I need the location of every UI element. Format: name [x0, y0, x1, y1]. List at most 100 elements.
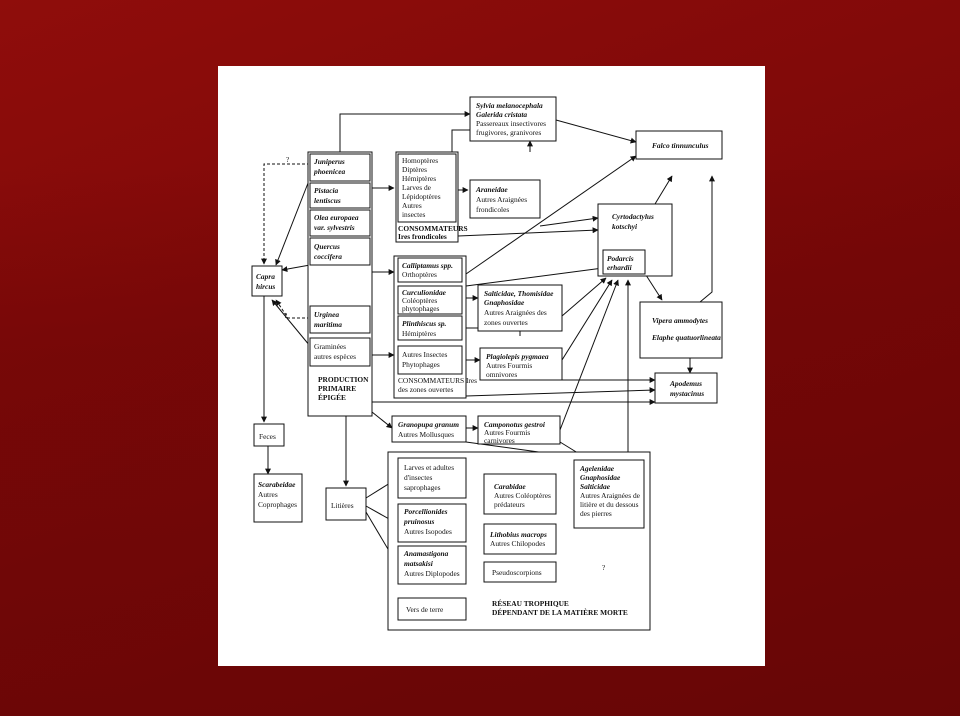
- label-galerida: Galerida cristata: [476, 110, 527, 119]
- label-capra-1: Capra: [256, 272, 275, 281]
- label-autres-insectes-1: Autres Insectes: [402, 350, 447, 359]
- label-agelenidae-3: Salticidae: [580, 482, 611, 491]
- label-consommateurs-ouverts-1: CONSOMMATEURS Ires: [398, 376, 477, 385]
- label-agelenidae-6: des pierres: [580, 509, 612, 518]
- box-olea: [309, 209, 371, 237]
- box-gramines: [309, 337, 371, 367]
- label-camponotus-1: Camponotus gestroi: [484, 420, 546, 429]
- label-juniperus-2: phoenicea: [313, 167, 346, 176]
- label-pistacia-1: Pistacia: [314, 186, 339, 195]
- label-larves-2: d'insectes: [404, 473, 433, 482]
- label-pseudoscorpions: Pseudoscorpions: [492, 568, 542, 577]
- label-lithobius-2: Autres Chilopodes: [490, 539, 545, 548]
- label-camponotus-2: Autres Fourmis: [484, 428, 530, 437]
- label-urginea-1: Urginea: [314, 310, 339, 319]
- arrow-plagiolepis-to-podarcis: [561, 279, 613, 361]
- label-reseau-2: DÉPENDANT DE LA MATIÈRE MORTE: [492, 607, 628, 617]
- label-litieres: Litières: [331, 501, 354, 510]
- label-agelenidae-1: Agelenidae: [579, 464, 615, 473]
- label-podarcis-2: erhardii: [607, 263, 633, 272]
- label-scarabeidae-1: Scarabeidae: [258, 480, 296, 489]
- label-plinthiscus-2: Hémiptères: [402, 329, 436, 338]
- label-agelenidae-4: Autres Araignées de: [580, 491, 641, 500]
- arrow-gramines-to-capra: [271, 299, 311, 347]
- label-calliptamus-1: Calliptamus spp.: [402, 261, 453, 270]
- label-anamastigona-3: Autres Diplopodes: [404, 569, 460, 578]
- box-feces: [253, 423, 285, 447]
- label-vipera-2: Elaphe quatuorlineata: [651, 333, 721, 342]
- label-plagiolepis-3: omnivores: [486, 370, 517, 379]
- box-capra: [251, 265, 283, 297]
- arrow-calliptamus-to-podarcis: [465, 265, 604, 287]
- arrow-pistacia-to-capra: [275, 177, 311, 266]
- box-urginea: [309, 305, 371, 334]
- label-salticidae-4: zones ouvertes: [484, 318, 528, 327]
- label-production-2: PRIMAIRE: [318, 384, 356, 393]
- label-lithobius-1: Lithobius macrops: [489, 530, 547, 539]
- label-gramines-1: Graminées: [314, 342, 346, 351]
- label-larves-3: saprophages: [404, 483, 441, 492]
- label-feces: Feces: [259, 432, 276, 441]
- diagram-labels: Sylvia melanocephala Galerida cristata P…: [256, 101, 721, 617]
- box-plagiolepis: [479, 347, 563, 381]
- label-curculionidae-2: Coléoptères: [402, 296, 437, 305]
- label-araneidae-2: Autres Araignées: [476, 195, 527, 204]
- label-quercus-2: coccifera: [314, 252, 342, 261]
- box-camponotus: [477, 415, 561, 445]
- box-plinthiscus: [397, 315, 463, 341]
- box-calliptamus: [397, 257, 463, 283]
- label-curculionidae-3: phytophages: [402, 304, 439, 313]
- box-carabidae: [483, 473, 557, 515]
- label-passereaux: Passereaux insectivores: [476, 119, 546, 128]
- box-curculionidae: [397, 285, 463, 315]
- label-scarabeidae-2: Autres: [258, 490, 278, 499]
- label-homopteres-5: Lépidoptères: [402, 192, 441, 201]
- label-homopteres-4: Larves de: [402, 183, 432, 192]
- box-homopteres: [397, 153, 457, 223]
- label-consommateurs-frondicoles-2: Ires frondicoles: [398, 232, 447, 241]
- arrow-quercus-to-capra: [281, 264, 311, 273]
- diagram-boxes: [251, 96, 723, 631]
- label-capra-2: hircus: [256, 282, 275, 291]
- link-birds-insects: [451, 129, 470, 152]
- arrow-calliptamus-to-falco: [465, 155, 637, 275]
- label-autres-insectes-2: Phytophages: [402, 360, 440, 369]
- label-consommateurs-ouverts-2: des zones ouvertes: [398, 385, 454, 394]
- box-quercus: [309, 237, 371, 266]
- label-homopteres-3: Hémiptères: [402, 174, 436, 183]
- label-plagiolepis-1: Plagiolepis pygmaea: [486, 352, 549, 361]
- label-salticidae-2: Gnaphosidae: [484, 298, 525, 307]
- label-granopupa-2: Autres Mollusques: [398, 430, 454, 439]
- label-cyrtodactylus-2: kotschyi: [612, 222, 638, 231]
- box-autres-insectes: [397, 345, 463, 375]
- label-juniperus-1: Juniperus: [313, 157, 345, 166]
- label-agelenidae-5: litière et du dessous: [580, 500, 639, 509]
- label-anamastigona-1: Anamastigona: [403, 549, 449, 558]
- label-reseau-1: RÉSEAU TROPHIQUE: [492, 598, 569, 608]
- label-podarcis-1: Podarcis: [607, 254, 634, 263]
- arrow-production-to-granopupa: [371, 411, 393, 429]
- arrow-plants-to-birds: [339, 111, 471, 152]
- arrow-insects-to-cyrtodactylus: [457, 227, 599, 237]
- arrow-cyrtodactylus-to-falco: [654, 175, 673, 205]
- box-falco: [635, 130, 723, 160]
- label-homopteres-6: Autres: [402, 201, 422, 210]
- label-gramines-2: autres espèces: [314, 352, 356, 361]
- box-scarabeidae: [253, 473, 303, 523]
- label-araneidae-1: Araneidae: [475, 185, 508, 194]
- label-granopupa-1: Granopupa granum: [398, 420, 459, 429]
- dashed-urginea-to-capra: [275, 299, 310, 319]
- label-vipera-1: Vipera ammodytes: [652, 316, 708, 325]
- label-olea-1: Olea europaea: [314, 213, 359, 222]
- label-porcellionides-2: pruinosus: [403, 517, 435, 526]
- label-apodemus-2: mystacinus: [670, 389, 704, 398]
- box-agelenidae: [573, 459, 645, 529]
- box-anamastigona: [397, 545, 467, 585]
- label-anamastigona-2: matsakisi: [404, 559, 434, 568]
- box-juniperus: [309, 153, 371, 182]
- label-apodemus-1: Apodemus: [669, 379, 702, 388]
- label-falco: Falco tinnunculus: [652, 141, 709, 150]
- box-top-birds: [469, 96, 557, 142]
- label-camponotus-3: carnivores: [484, 436, 515, 445]
- box-porcellionides: [397, 503, 467, 543]
